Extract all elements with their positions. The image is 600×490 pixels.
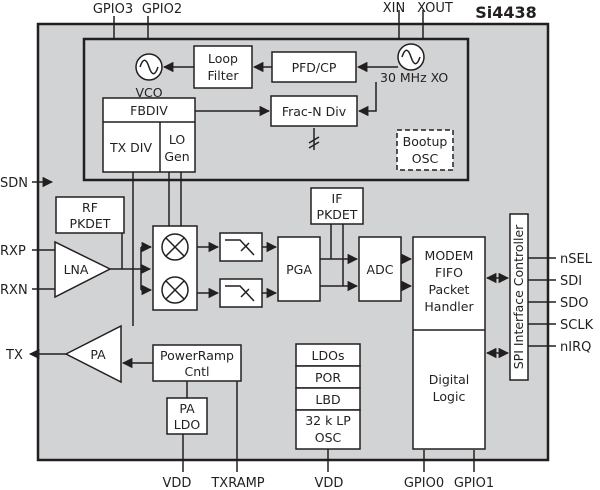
rf-pkdet-label-2: PKDET	[70, 216, 111, 231]
pin-rxp: RXP	[0, 244, 26, 259]
frac-n-control-icon	[308, 128, 320, 150]
synth-connections	[162, 61, 398, 117]
mixer-q-icon	[161, 276, 189, 304]
filter-q-block	[219, 278, 263, 308]
pin-txramp: TXRAMP	[210, 476, 264, 490]
signal-connections	[110, 172, 510, 398]
adc-label: ADC	[367, 262, 394, 277]
pin-rxn: RXN	[0, 283, 28, 298]
bottom-pins	[182, 380, 475, 472]
lp-osc-label-2: OSC	[315, 430, 342, 445]
spi-controller-block	[509, 213, 529, 381]
top-pins	[113, 10, 424, 40]
pin-sdo: SDO	[560, 296, 589, 311]
pin-gpio2: GPIO2	[142, 2, 182, 17]
right-pins	[528, 257, 556, 347]
pa-ldo-label-2: LDO	[174, 417, 201, 432]
modem-label-4: Handler	[424, 299, 474, 314]
lp-osc-block	[295, 409, 361, 450]
rf-pkdet-label-1: RF	[82, 200, 98, 215]
pfd-cp-label: PFD/CP	[292, 60, 337, 75]
lna-label: LNA	[64, 262, 89, 277]
pin-vdd-2: VDD	[315, 476, 344, 490]
pin-nirq: nIRQ	[560, 340, 591, 355]
bootup-osc-label-2: OSC	[412, 151, 439, 166]
lo-gen-label-2: Gen	[164, 149, 189, 164]
pin-sdi: SDI	[560, 274, 582, 289]
tx-div-label: TX DIV	[109, 140, 152, 155]
filter-i-block	[219, 232, 263, 262]
pin-gpio0: GPIO0	[404, 476, 444, 490]
vco-label: VCO	[135, 85, 162, 100]
pga-block	[277, 236, 321, 302]
pin-xout: XOUT	[417, 1, 453, 16]
fbdiv-label: FBDIV	[130, 103, 168, 118]
ldos-label: LDOs	[312, 348, 345, 363]
lo-gen-label-1: LO	[169, 132, 186, 147]
pfd-cp-block	[271, 51, 357, 83]
lowpass-q-icon	[225, 285, 255, 302]
adc-block	[358, 236, 402, 302]
frac-n-div-block	[270, 95, 358, 127]
bootup-osc-block	[396, 129, 454, 171]
pin-xin: XIN	[383, 1, 405, 16]
mixer-i-icon	[161, 233, 189, 261]
if-pkdet-label-2: PKDET	[317, 207, 358, 222]
if-pkdet-label-1: IF	[332, 191, 343, 206]
pin-sclk: SCLK	[560, 318, 594, 333]
powerramp-label-1: PowerRamp	[160, 348, 234, 363]
lowpass-i-icon	[225, 239, 255, 256]
pin-vdd-1: VDD	[163, 476, 192, 490]
frac-n-div-label: Frac-N Div	[282, 104, 347, 119]
rf-pkdet-block	[55, 196, 125, 234]
xo-label: 30 MHz XO	[380, 70, 448, 85]
pin-nsel: nSEL	[560, 252, 593, 267]
loop-filter-block	[193, 45, 253, 89]
pa-label: PA	[90, 347, 106, 362]
digital-logic-label-1: Digital	[429, 372, 470, 387]
pa-amplifier	[64, 324, 122, 384]
loop-filter-label-2: Filter	[208, 68, 240, 83]
loop-filter-label-1: Loop	[208, 51, 238, 66]
mixer-block	[152, 225, 198, 311]
pin-tx: TX	[5, 348, 23, 363]
chip-title: Si4438	[475, 3, 537, 22]
fbdiv-block	[102, 97, 196, 173]
spi-controller-label: SPI Interface Controller	[511, 224, 526, 369]
if-pkdet-block	[310, 187, 364, 225]
por-label: POR	[315, 370, 341, 385]
pga-label: PGA	[286, 262, 312, 277]
modem-label-2: FIFO	[435, 265, 463, 280]
bootup-osc-label-1: Bootup	[403, 134, 448, 149]
lbd-label: LBD	[315, 392, 340, 407]
pa-ldo-label-1: PA	[179, 401, 195, 416]
pin-gpio3: GPIO3	[93, 2, 133, 17]
lp-osc-label-1: 32 k LP	[305, 413, 351, 428]
pin-sdn: SDN	[0, 176, 28, 191]
modem-label-1: MODEM	[425, 248, 474, 263]
digital-logic-label-2: Logic	[433, 389, 466, 404]
lna-amplifier	[54, 240, 112, 299]
modem-block	[412, 236, 486, 450]
pin-gpio1: GPIO1	[454, 476, 494, 490]
modem-label-3: Packet	[429, 282, 470, 297]
powerramp-label-2: Cntl	[184, 364, 209, 379]
